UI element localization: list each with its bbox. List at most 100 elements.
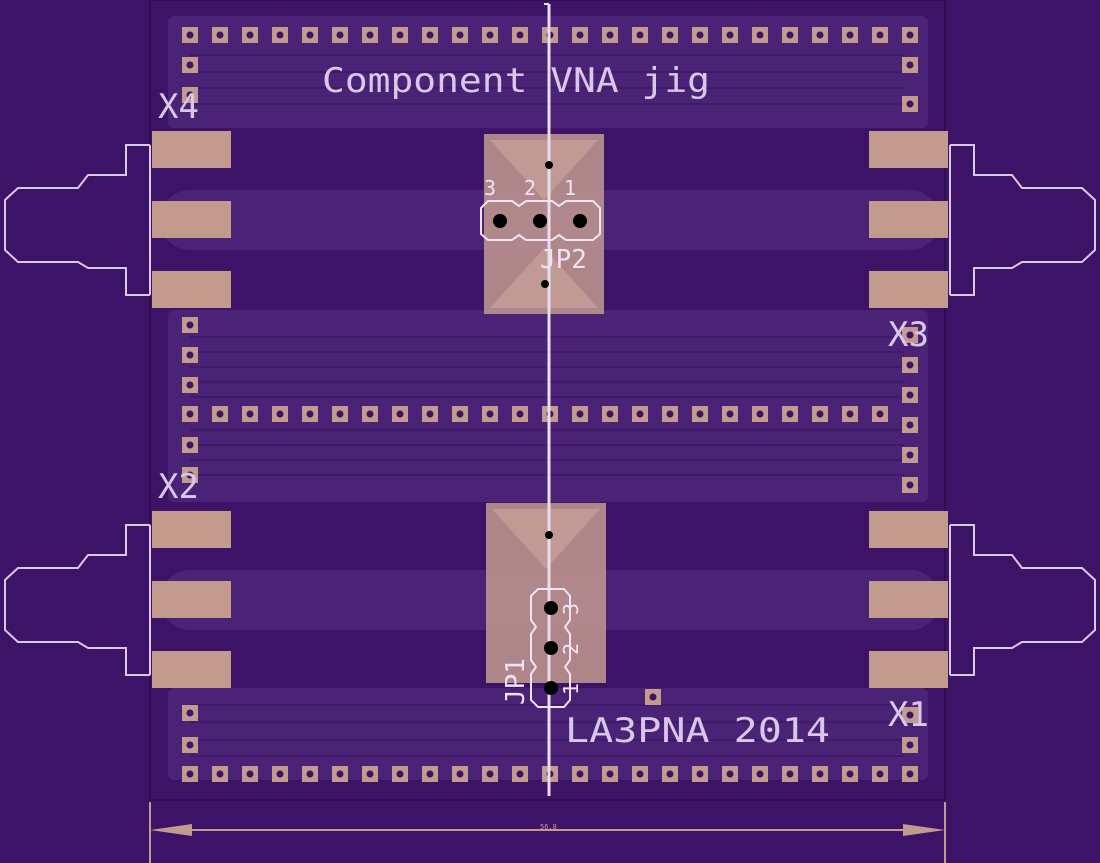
middle-row-via-0-hole — [186, 410, 194, 418]
jp2-pin-3-drill — [493, 214, 507, 228]
middle-row-via-20-hole — [786, 410, 794, 418]
x4-pad-1 — [152, 131, 231, 168]
top-row-via-20-hole — [786, 31, 794, 39]
bottom-row-via-15-hole — [636, 770, 644, 778]
board-outline — [149, 0, 946, 801]
middle-row-via-10-hole — [486, 410, 494, 418]
middle-row-via-15-hole — [636, 410, 644, 418]
jp1-footprint — [530, 531, 571, 708]
bottom-row-via-11-hole — [516, 770, 524, 778]
top-row-via-16-hole — [666, 31, 674, 39]
jp2-pin-label-1: 1 — [564, 176, 576, 200]
jp2-label: JP2 — [540, 245, 587, 275]
top-row-via-14-hole — [606, 31, 614, 39]
connector-silkscreen — [4, 144, 1096, 676]
x1-pad-2 — [869, 581, 948, 618]
edge-pads — [152, 131, 948, 688]
connector-label-x3: X3 — [888, 315, 929, 355]
middle-row-via-2-hole — [246, 410, 254, 418]
left-mid-via-4-hole — [186, 471, 194, 479]
bottom-row-via-8-hole — [426, 770, 434, 778]
top-row-via-15-hole — [636, 31, 644, 39]
top-row-via-1-hole — [216, 31, 224, 39]
bottom-row-via-23-hole — [876, 770, 884, 778]
bottom-row-via-19-hole — [756, 770, 764, 778]
dimension-marker: 56.8 — [149, 802, 946, 863]
jp2-pin-label-3: 3 — [484, 176, 496, 200]
jp1-pin-1-drill — [544, 681, 558, 695]
right-bottom-via-1-hole — [906, 741, 914, 749]
top-row-via-7-hole — [396, 31, 404, 39]
top-row-via-5-hole — [336, 31, 344, 39]
middle-row-via-7-hole — [396, 410, 404, 418]
x1-outline — [950, 524, 1096, 676]
bottom-row-via-10-hole — [486, 770, 494, 778]
jp2-pin-1-drill — [573, 214, 587, 228]
top-row-via-18-hole — [726, 31, 734, 39]
middle-row-via-13-hole — [576, 410, 584, 418]
left-mid-via-0-hole — [186, 321, 194, 329]
x3-outline — [950, 144, 1096, 296]
bottom-row-via-2-hole — [246, 770, 254, 778]
right-mid-via-4-hole — [906, 451, 914, 459]
left-via-a-hole — [186, 61, 194, 69]
right-via-a-hole — [906, 61, 914, 69]
bottom-row-via-22-hole — [846, 770, 854, 778]
top-row-via-3-hole — [276, 31, 284, 39]
top-row-via-10-hole — [486, 31, 494, 39]
left-mid-via-2-hole — [186, 381, 194, 389]
middle-row-via-4-hole — [306, 410, 314, 418]
jp1-label: JP1 — [501, 658, 531, 705]
board-title: Component VNA jig — [322, 61, 710, 101]
x4-outline — [4, 144, 150, 296]
jp1-pin-label-1: 1 — [559, 683, 583, 695]
middle-row-via-3-hole — [276, 410, 284, 418]
jp1-pin-label-2: 2 — [559, 643, 583, 655]
bottom-row-via-4-hole — [306, 770, 314, 778]
right-mid-via-1-hole — [906, 361, 914, 369]
bottom-row-via-3-hole — [276, 770, 284, 778]
x1-pad-3 — [869, 651, 948, 688]
top-row-via-8-hole — [426, 31, 434, 39]
right-mid-via-3-hole — [906, 421, 914, 429]
left-bottom-via-0-hole — [186, 709, 194, 717]
top-row-via-21-hole — [816, 31, 824, 39]
jp2-pin-label-2: 2 — [524, 176, 536, 200]
x2-pad-1 — [152, 511, 231, 548]
bottom-row-via-24-hole — [906, 770, 914, 778]
middle-row-via-14-hole — [606, 410, 614, 418]
middle-row-via-11-hole — [516, 410, 524, 418]
bottom-row-via-21-hole — [816, 770, 824, 778]
right-mid-via-2-hole — [906, 391, 914, 399]
connector-label-x1: X1 — [888, 695, 929, 735]
top-row-via-19-hole — [756, 31, 764, 39]
bottom-row-via-13-hole — [576, 770, 584, 778]
jp2-footprint — [480, 161, 601, 288]
middle-row-via-1-hole — [216, 410, 224, 418]
x4-pad-2 — [152, 201, 231, 238]
left-mid-via-3-hole — [186, 441, 194, 449]
middle-row-via-9-hole — [456, 410, 464, 418]
left-bottom-via-1-hole — [186, 741, 194, 749]
middle-row-via-18-hole — [726, 410, 734, 418]
middle-row-via-21-hole — [816, 410, 824, 418]
x3-pad-1 — [869, 131, 948, 168]
middle-row-via-17-hole — [696, 410, 704, 418]
connector-label-x4: X4 — [158, 87, 199, 127]
board-credit: LA3PNA 2014 — [565, 711, 830, 751]
jp1-pin-3-drill — [544, 601, 558, 615]
bottom-row-via-5-hole — [336, 770, 344, 778]
middle-row-via-5-hole — [336, 410, 344, 418]
top-row-via-2-hole — [246, 31, 254, 39]
bottom-row-via-14-hole — [606, 770, 614, 778]
right-mid-via-5-hole — [906, 481, 914, 489]
x3-pad-3 — [869, 271, 948, 308]
middle-row-via-8-hole — [426, 410, 434, 418]
top-row-via-22-hole — [846, 31, 854, 39]
middle-row-via-22-hole — [846, 410, 854, 418]
bottom-row-via-0-hole — [186, 770, 194, 778]
top-row-via-13-hole — [576, 31, 584, 39]
middle-row-via-19-hole — [756, 410, 764, 418]
connector-label-x2: X2 — [158, 467, 199, 507]
